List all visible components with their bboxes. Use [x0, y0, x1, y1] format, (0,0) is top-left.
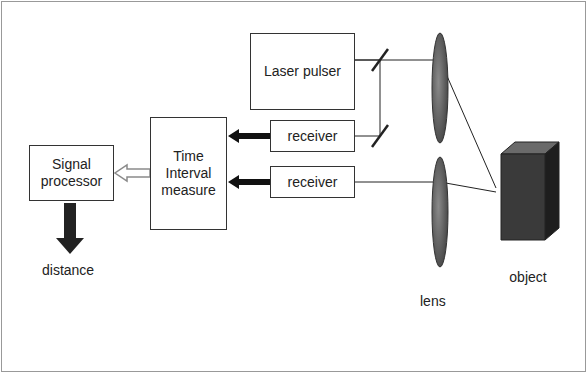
- node-text: receiver: [288, 128, 338, 145]
- block-arrow: [228, 129, 270, 143]
- mirror: [372, 125, 388, 147]
- receiver-box: receiver: [270, 120, 355, 152]
- lens-upper: [432, 33, 448, 143]
- lens-label: lens: [420, 293, 446, 310]
- node-text: Time Interval measure: [157, 148, 220, 199]
- light-path: [355, 182, 496, 192]
- cube-shape: [493, 140, 563, 245]
- hollow-arrow: [115, 165, 150, 181]
- node-text: receiver: [288, 174, 338, 191]
- process-box: Signal processor: [29, 145, 114, 201]
- process-box: Time Interval measure: [150, 117, 227, 230]
- node-text: Laser pulser: [264, 63, 341, 80]
- light-path: [355, 60, 496, 188]
- beam-splitter: [372, 49, 388, 71]
- node-text: object: [509, 269, 546, 286]
- receiver-box: receiver: [270, 166, 355, 198]
- object-cube: object: [488, 140, 568, 290]
- light-path: [355, 60, 380, 136]
- node-text: Signal processor: [36, 156, 107, 190]
- lens-lower: [432, 157, 448, 267]
- laser-box: Laser pulser: [250, 33, 355, 110]
- output-label: distance: [42, 262, 94, 279]
- block-arrow: [228, 175, 270, 189]
- output-arrow: [56, 203, 84, 254]
